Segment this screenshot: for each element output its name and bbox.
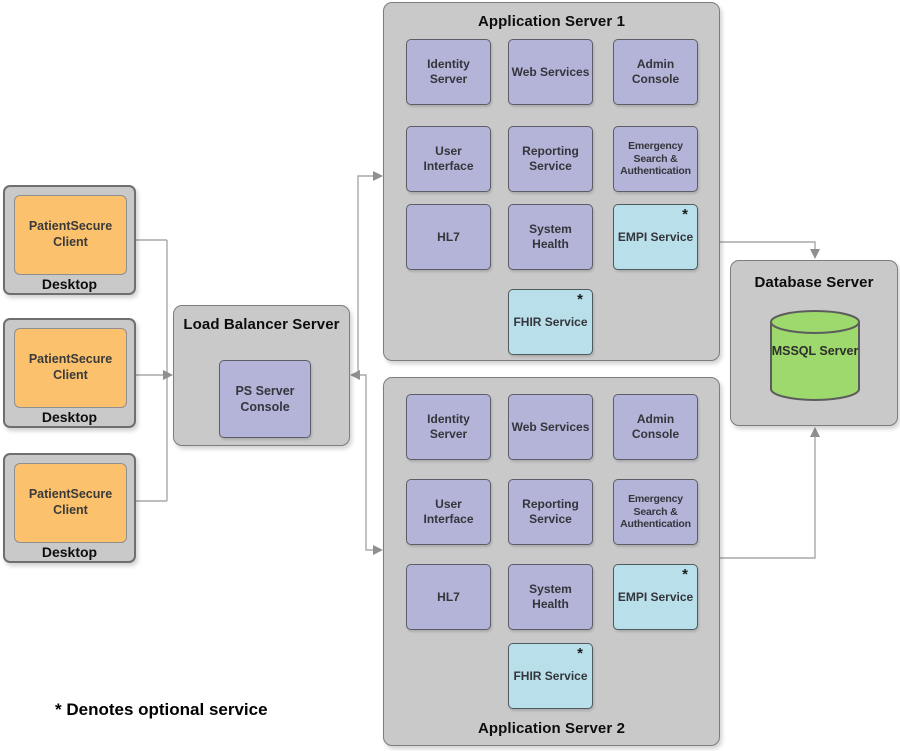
application-server-1: Application Server 1 Identity Server Web… — [383, 2, 720, 361]
optional-service-footnote: * Denotes optional service — [55, 700, 268, 719]
arrowhead-into-database-bottom — [810, 427, 820, 437]
service-empi-service: * EMPI Service — [613, 564, 698, 630]
service-label: Reporting Service — [522, 144, 579, 173]
service-label: FHIR Service — [513, 314, 588, 329]
service-system-health: System Health — [508, 204, 593, 270]
arrowhead-into-app-server-1 — [373, 171, 383, 181]
service-admin-console: Admin Console — [613, 394, 698, 460]
desktop-label: Desktop — [41, 276, 98, 292]
arrowhead-into-load-balancer-right — [350, 370, 360, 380]
patientsecure-client-1: PatientSecure Client — [14, 195, 127, 275]
load-balancer-title: Load Balancer Server — [183, 316, 340, 333]
service-system-health: System Health — [508, 564, 593, 630]
service-label: Identity Server — [427, 57, 470, 86]
desktop-3: PatientSecure Client Desktop — [3, 453, 136, 563]
service-label: Web Services — [511, 419, 590, 434]
patientsecure-client-2: PatientSecure Client — [14, 328, 127, 408]
mssql-server-label: MSSQL Server — [771, 344, 859, 358]
service-label: Web Services — [511, 64, 590, 79]
application-server-2: Identity Server Web Services Admin Conso… — [383, 377, 720, 746]
service-label: Admin Console — [631, 57, 680, 86]
service-emergency-search-authentication: Emergency Search & Authentication — [613, 126, 698, 192]
service-web-services: Web Services — [508, 394, 593, 460]
service-label: System Health — [529, 222, 572, 251]
database-server: Database Server MSSQL Server — [730, 260, 898, 426]
desktop-2: PatientSecure Client Desktop — [3, 318, 136, 428]
service-label: System Health — [529, 582, 572, 611]
arrowhead-into-load-balancer-left — [163, 370, 173, 380]
ps-server-console: PS Server Console — [219, 360, 311, 438]
app-server-2-title: Application Server 2 — [477, 720, 626, 737]
service-label: EMPI Service — [617, 229, 694, 244]
service-label: HL7 — [437, 229, 460, 244]
service-label: Admin Console — [631, 412, 680, 441]
service-admin-console: Admin Console — [613, 39, 698, 105]
patientsecure-client-3: PatientSecure Client — [14, 463, 127, 543]
arrowhead-into-database-top — [810, 249, 820, 259]
database-server-title: Database Server — [754, 274, 874, 291]
service-reporting-service: Reporting Service — [508, 126, 593, 192]
service-empi-service: * EMPI Service — [613, 204, 698, 270]
service-label: Reporting Service — [522, 497, 579, 526]
service-user-interface: User Interface — [406, 126, 491, 192]
service-hl7: HL7 — [406, 564, 491, 630]
optional-asterisk: * — [577, 645, 583, 662]
optional-asterisk: * — [682, 566, 688, 583]
app-server-1-title: Application Server 1 — [477, 13, 626, 30]
database-cylinder-icon: MSSQL Server — [769, 309, 861, 405]
desktop-1: PatientSecure Client Desktop — [3, 185, 136, 295]
service-label: User Interface — [423, 144, 474, 173]
service-fhir-service: * FHIR Service — [508, 289, 593, 355]
arrowhead-into-app-server-2 — [373, 545, 383, 555]
client-label: PatientSecure Client — [28, 219, 113, 249]
client-label: PatientSecure Client — [28, 487, 113, 517]
service-emergency-search-authentication: Emergency Search & Authentication — [613, 479, 698, 545]
service-web-services: Web Services — [508, 39, 593, 105]
service-label: Emergency Search & Authentication — [620, 140, 691, 178]
service-fhir-service: * FHIR Service — [508, 643, 593, 709]
service-identity-server: Identity Server — [406, 39, 491, 105]
optional-asterisk: * — [577, 291, 583, 308]
desktop-label: Desktop — [41, 409, 98, 425]
service-label: FHIR Service — [513, 668, 588, 683]
service-label: Identity Server — [427, 412, 470, 441]
desktop-label: Desktop — [41, 544, 98, 560]
service-hl7: HL7 — [406, 204, 491, 270]
ps-console-label: PS Server Console — [235, 383, 295, 414]
service-user-interface: User Interface — [406, 479, 491, 545]
load-balancer-server: Load Balancer Server PS Server Console — [173, 305, 350, 446]
client-label: PatientSecure Client — [28, 352, 113, 382]
service-identity-server: Identity Server — [406, 394, 491, 460]
service-label: EMPI Service — [617, 589, 694, 604]
service-reporting-service: Reporting Service — [508, 479, 593, 545]
service-label: HL7 — [437, 589, 460, 604]
service-label: User Interface — [423, 497, 474, 526]
service-label: Emergency Search & Authentication — [620, 493, 691, 531]
optional-asterisk: * — [682, 206, 688, 223]
